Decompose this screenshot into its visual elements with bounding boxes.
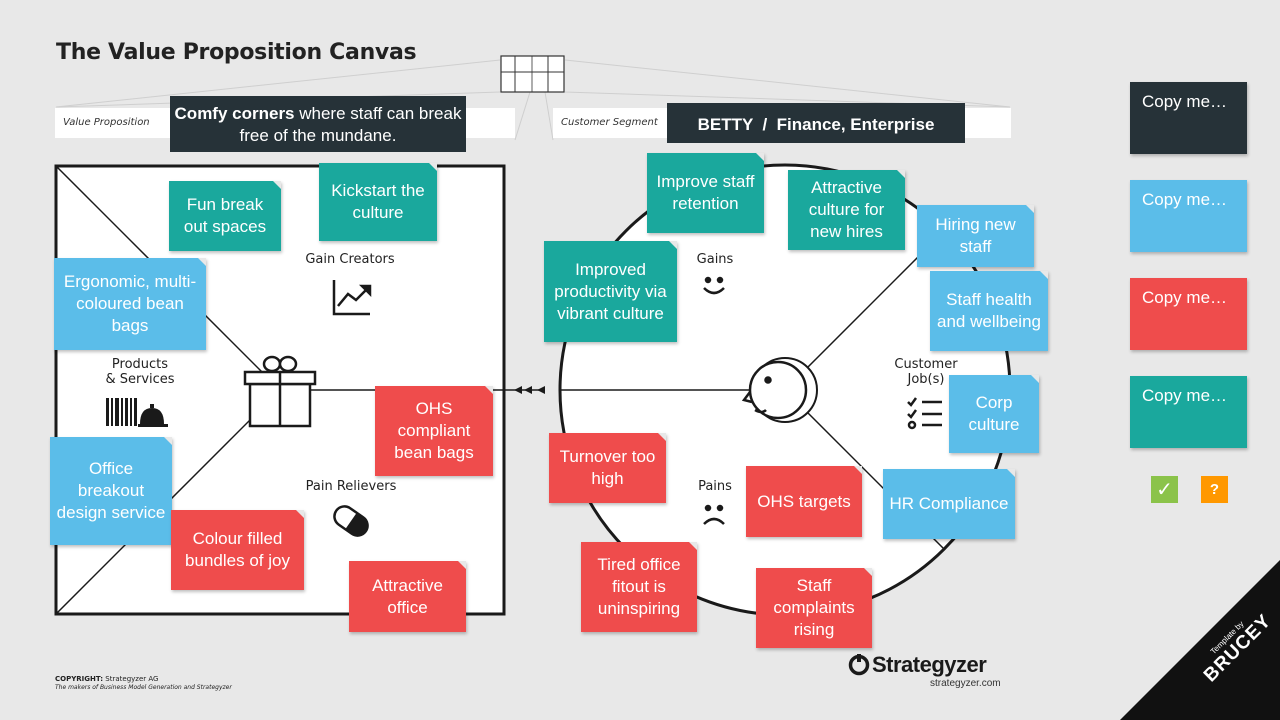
sticky-note[interactable]: Colour filled bundles of joy bbox=[171, 510, 304, 590]
template-corner-badge bbox=[1120, 560, 1280, 720]
page-title: The Value Proposition Canvas bbox=[56, 40, 417, 65]
customer-jobs-label: Customer Job(s) bbox=[894, 357, 958, 387]
sticky-note[interactable]: HR Compliance bbox=[883, 469, 1015, 539]
customer-face-icon bbox=[741, 360, 808, 420]
sticky-note[interactable]: Kickstart the culture bbox=[319, 163, 437, 241]
value-proposition-label: Value Proposition bbox=[63, 117, 150, 128]
sticky-note[interactable]: Staff complaints rising bbox=[756, 568, 872, 648]
pain-relievers-label: Pain Relievers bbox=[305, 479, 397, 494]
makers-line: The makers of Business Model Generation … bbox=[55, 684, 232, 691]
sticky-note[interactable]: Fun break out spaces bbox=[169, 181, 281, 251]
sticky-note[interactable]: Improve staff retention bbox=[647, 153, 764, 233]
statement-rest: where staff can break free of the mundan… bbox=[239, 104, 462, 145]
sticky-note[interactable]: Attractive culture for new hires bbox=[788, 170, 905, 250]
sticky-note[interactable]: Turnover too high bbox=[549, 433, 666, 503]
checklist-icon bbox=[907, 397, 942, 430]
strategyzer-brand: Strategyzer bbox=[872, 652, 987, 677]
sticky-note[interactable]: Attractive office bbox=[349, 561, 466, 632]
fit-arrow bbox=[504, 386, 545, 394]
copyright-text: Strategyzer AG bbox=[103, 675, 159, 683]
copyright-line: COPYRIGHT: Strategyzer AG bbox=[55, 675, 158, 683]
copy-me-red-note[interactable]: Copy me… bbox=[1130, 278, 1247, 350]
customer-segment-name[interactable]: BETTY / Finance, Enterprise bbox=[667, 103, 965, 143]
strategyzer-logo-icon bbox=[848, 654, 870, 676]
statement-bold: Comfy corners bbox=[174, 104, 295, 123]
canvas-thumbnail-icon bbox=[500, 55, 565, 93]
copy-me-blue-note[interactable]: Copy me… bbox=[1130, 180, 1247, 252]
question-icon[interactable]: ? bbox=[1201, 476, 1228, 503]
gift-icon bbox=[243, 355, 317, 428]
pains-label: Pains bbox=[698, 479, 732, 494]
copy-me-dark-note[interactable]: Copy me… bbox=[1130, 82, 1247, 154]
copyright-label: COPYRIGHT: bbox=[55, 675, 104, 683]
sticky-note[interactable]: Ergonomic, multi-coloured bean bags bbox=[54, 258, 206, 350]
growth-chart-icon bbox=[332, 280, 372, 316]
sticky-note[interactable]: Corp culture bbox=[949, 375, 1039, 453]
sticky-note[interactable]: Staff health and wellbeing bbox=[930, 271, 1048, 351]
gain-creators-label: Gain Creators bbox=[305, 252, 395, 267]
sticky-note[interactable]: OHS compliant bean bags bbox=[375, 386, 493, 476]
sticky-note[interactable]: Office breakout design service bbox=[50, 437, 172, 545]
products-services-label: Products & Services bbox=[105, 357, 175, 387]
check-icon[interactable]: ✓ bbox=[1151, 476, 1178, 503]
sticky-note[interactable]: Improved productivity via vibrant cultur… bbox=[544, 241, 677, 342]
sticky-note[interactable]: OHS targets bbox=[746, 466, 862, 537]
strategyzer-url: strategyzer.com bbox=[930, 678, 1001, 689]
strategyzer-logo: Strategyzer bbox=[848, 652, 987, 678]
value-proposition-statement[interactable]: Comfy corners where staff can break free… bbox=[170, 96, 466, 152]
pill-icon bbox=[333, 505, 369, 537]
sticky-note[interactable]: Hiring new staff bbox=[917, 205, 1034, 267]
barcode-bell-icon bbox=[106, 398, 168, 427]
sticky-note[interactable]: Tired office fitout is uninspiring bbox=[581, 542, 697, 632]
smiley-icon bbox=[703, 276, 725, 295]
copy-me-teal-note[interactable]: Copy me… bbox=[1130, 376, 1247, 448]
customer-segment-label: Customer Segment bbox=[561, 117, 658, 128]
gains-label: Gains bbox=[696, 252, 734, 267]
sad-face-icon bbox=[703, 504, 725, 525]
